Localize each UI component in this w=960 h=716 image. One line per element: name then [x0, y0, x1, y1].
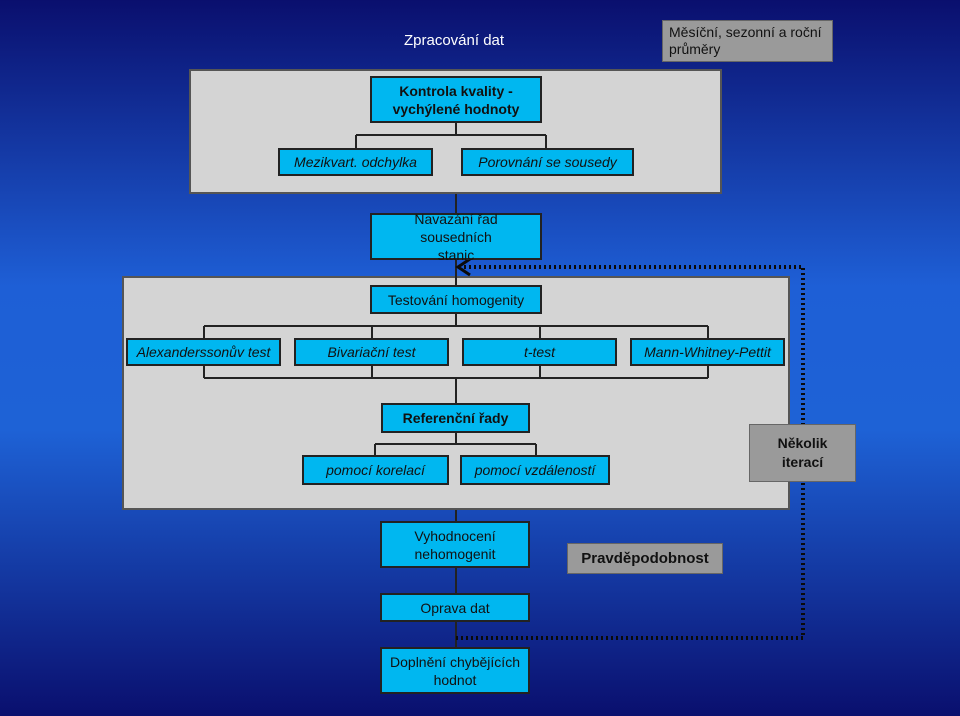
test-t: t-test [462, 338, 617, 366]
quality-control-box: Kontrola kvality - vychýlené hodnoty [370, 76, 542, 123]
evaluation-box: Vyhodnocení nehomogenit [380, 521, 530, 568]
probability-note: Pravděpodobnost [567, 543, 723, 574]
quality-method-neighbors: Porovnání se sousedy [461, 148, 634, 176]
page-title: Zpracování dat [404, 32, 505, 49]
test-mann-whitney-pettit: Mann-Whitney-Pettit [630, 338, 785, 366]
test-alexandersson: Alexanderssonův test [126, 338, 281, 366]
quality-method-interquartile: Mezikvart. odchylka [278, 148, 433, 176]
correction-box: Oprava dat [380, 593, 530, 622]
test-bivariate: Bivariační test [294, 338, 449, 366]
reference-method-distance: pomocí vzdáleností [460, 455, 610, 485]
linking-box: Navazání řad sousedních stanic [370, 211, 542, 263]
homogeneity-testing-box: Testování homogenity [370, 285, 542, 314]
iterations-note: Několik iterací [749, 424, 856, 482]
averages-note: Měsíční, sezonní a roční průměry [662, 20, 833, 62]
filling-box: Doplnění chybějících hodnot [380, 647, 530, 694]
reference-series-box: Referenční řady [381, 403, 530, 433]
reference-method-correlation: pomocí korelací [302, 455, 449, 485]
